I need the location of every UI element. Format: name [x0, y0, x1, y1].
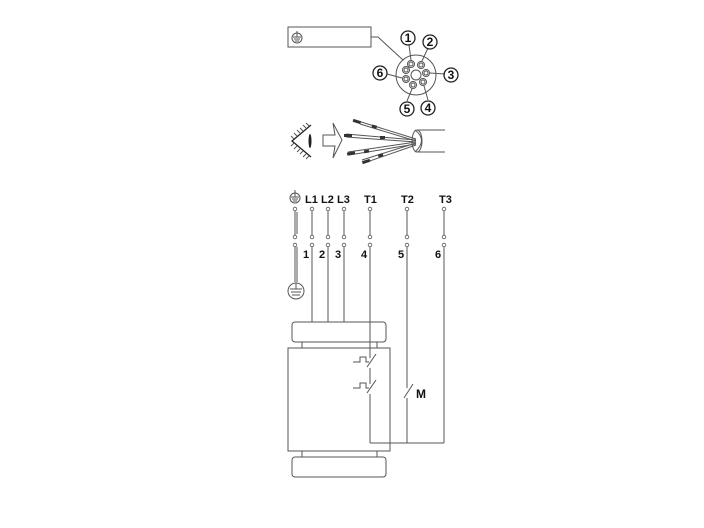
- terminal-number-3: 3: [335, 249, 341, 261]
- label-t1: T1: [364, 194, 377, 206]
- arrow-right-icon: [322, 122, 343, 159]
- terminal-connections-upper: [292, 206, 447, 248]
- thermal-switch-contacts: [353, 352, 445, 444]
- svg-text:1: 1: [405, 31, 412, 45]
- earth-ground-icon: [291, 31, 303, 44]
- cable-wires-icon: [344, 118, 445, 165]
- label-l2: L2: [321, 194, 334, 206]
- earth-label-box: [287, 26, 404, 61]
- label-t2: T2: [401, 194, 414, 206]
- earth-ground-icon: [287, 282, 305, 300]
- terminal-number-2: 2: [319, 249, 325, 261]
- label-l3: L3: [337, 194, 350, 206]
- svg-text:3: 3: [448, 68, 455, 82]
- pin-label-4: 4: [420, 100, 436, 116]
- pin-label-3: 3: [443, 67, 459, 83]
- connector-face: [386, 44, 446, 102]
- eye-icon: [290, 122, 312, 160]
- pin-label-6: 6: [372, 65, 388, 81]
- terminal-number-4: 4: [361, 249, 368, 261]
- svg-text:5: 5: [404, 102, 411, 116]
- pin-label-2: 2: [422, 34, 438, 50]
- terminal-number-6: 6: [435, 249, 441, 261]
- pin-label-1: 1: [400, 30, 416, 46]
- device-housing: [287, 321, 391, 478]
- terminal-number-1: 1: [303, 249, 309, 261]
- svg-text:4: 4: [425, 101, 432, 115]
- label-l1: L1: [305, 194, 318, 206]
- svg-text:2: 2: [427, 35, 434, 49]
- svg-text:6: 6: [377, 66, 384, 80]
- pin-label-5: 5: [399, 101, 415, 117]
- motor-label: M: [416, 387, 426, 401]
- label-t3: T3: [439, 194, 452, 206]
- terminal-number-5: 5: [398, 249, 404, 261]
- wires-lower: [294, 247, 445, 441]
- motor-contact: [403, 383, 414, 443]
- terminal-earth-top: [289, 190, 301, 204]
